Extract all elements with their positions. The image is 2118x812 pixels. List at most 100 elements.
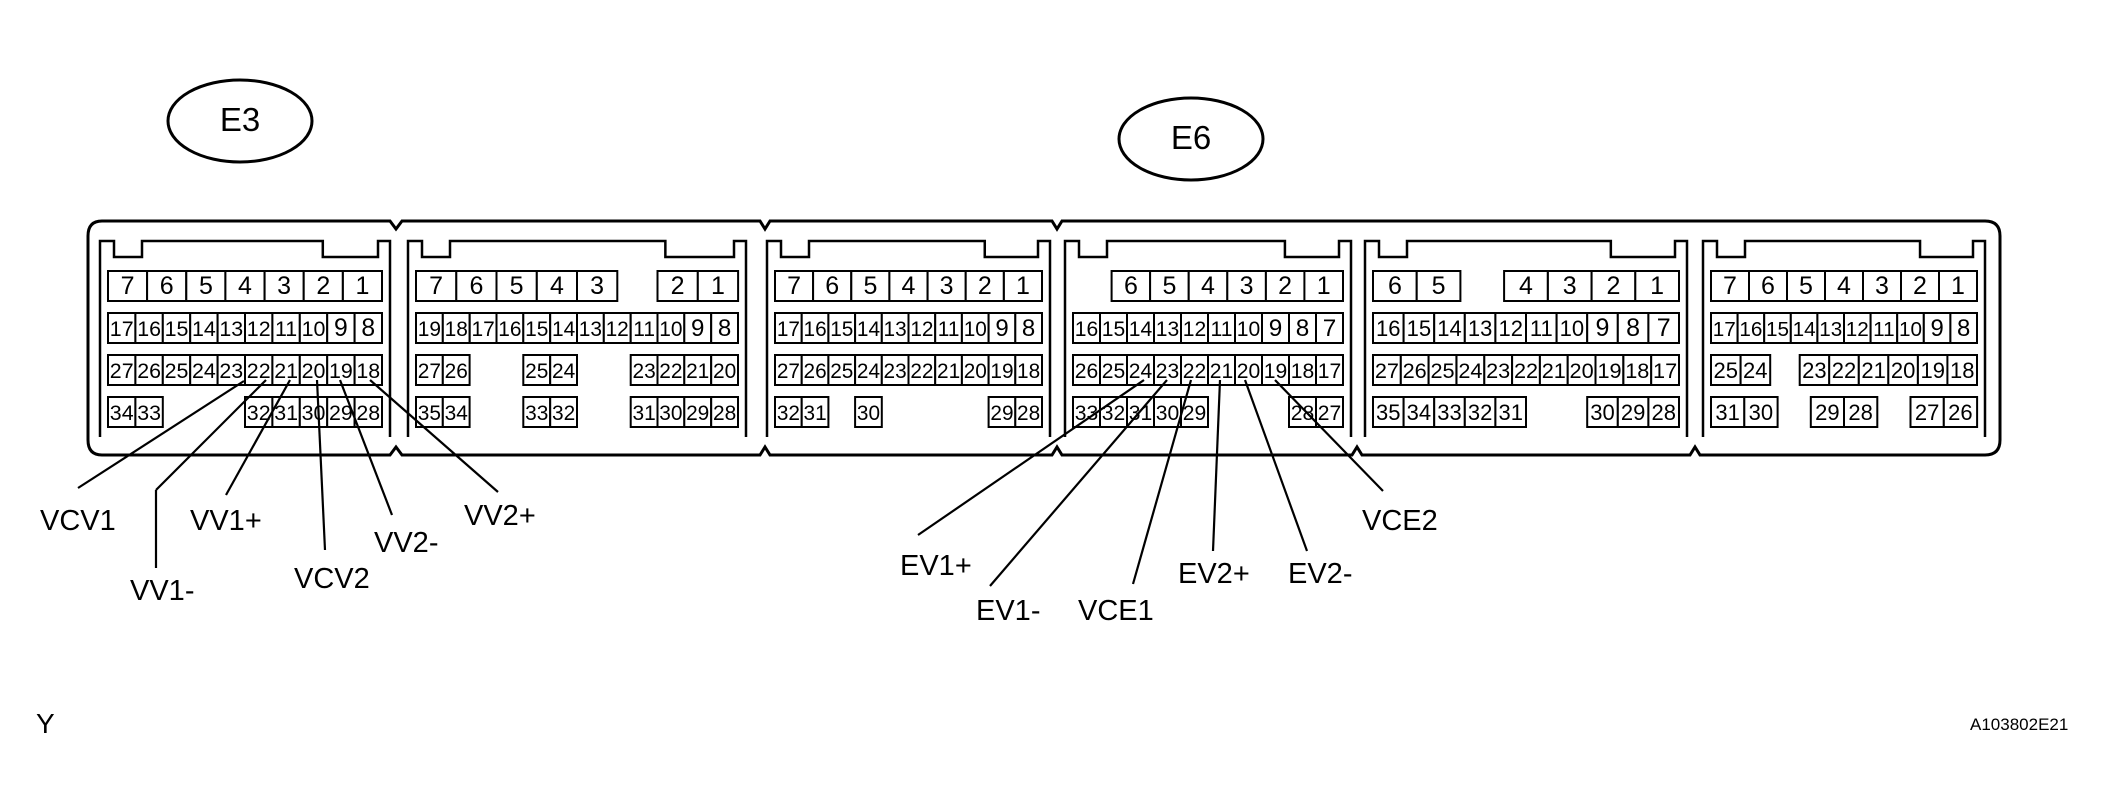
pin-number: 3: [1875, 272, 1889, 300]
pin-number: 22: [910, 360, 933, 383]
callout-vce1: VCE1: [1078, 595, 1154, 627]
pin-cell: [1180, 354, 1209, 386]
pin-cell: [1072, 354, 1101, 386]
pin-number: 11: [275, 317, 297, 341]
callout-vce2: VCE2: [1362, 505, 1438, 537]
pin-number: 25: [165, 359, 189, 383]
leader-vv2-plus: [369, 379, 499, 493]
pin-number: 32: [777, 402, 800, 425]
pin-cell: [1149, 270, 1190, 302]
pin-cell: [1862, 270, 1902, 302]
pin-cell: [1433, 396, 1466, 428]
module-outline: [406, 239, 748, 437]
pin-number: 7: [787, 272, 801, 300]
pin-cell: [710, 312, 740, 344]
pin-number: 12: [247, 317, 271, 341]
pin-number: 24: [552, 360, 575, 383]
pin-number: 20: [964, 360, 987, 383]
pin-cell: [1843, 396, 1879, 428]
pin-number: 2: [978, 272, 992, 300]
pin-number: 12: [1498, 316, 1522, 341]
leader-vcv1: [77, 380, 245, 489]
pin-cell: [1647, 396, 1681, 428]
pin-cell: [549, 312, 579, 344]
pin-cell: [800, 396, 830, 428]
pin-number: 11: [938, 318, 960, 341]
pin-cell: [1494, 396, 1528, 428]
pin-cell: [189, 312, 219, 344]
pin-cell: [1153, 354, 1182, 386]
pin-cell: [522, 396, 552, 428]
pin-number: 16: [1075, 318, 1098, 341]
pin-number: 8: [1626, 314, 1640, 342]
pin-number: 23: [632, 360, 655, 383]
pin-number: 5: [1432, 272, 1446, 300]
pin-number: 24: [1129, 360, 1153, 383]
pin-cell: [854, 396, 883, 428]
pin-number: 27: [110, 359, 134, 383]
pin-number: 26: [1948, 400, 1972, 425]
pin-cell: [1938, 270, 1978, 302]
pin-number: 27: [1318, 402, 1341, 425]
pin-cell: [1433, 312, 1466, 344]
pin-number: 22: [247, 359, 271, 383]
pin-number: 28: [1291, 402, 1314, 425]
pin-number: 14: [1129, 318, 1153, 341]
pin-number: 1: [1016, 272, 1030, 300]
pin-number: 17: [1713, 318, 1736, 341]
pin-number: 2: [316, 272, 330, 300]
pin-number: 3: [277, 272, 291, 300]
pin-number: 21: [937, 360, 960, 383]
pin-cell: [1072, 312, 1101, 344]
leader-ev2-plus: [1211, 379, 1222, 552]
pin-number: 16: [1739, 318, 1762, 341]
pin-number: 28: [1848, 400, 1872, 425]
pin-cell: [1710, 312, 1739, 344]
pin-cell: [107, 396, 137, 428]
pin-number: 24: [1458, 358, 1482, 383]
pin-cell: [1828, 354, 1860, 386]
pin-number: 2: [1606, 272, 1620, 300]
pin-cell: [1315, 312, 1344, 344]
pin-number: 30: [302, 401, 326, 425]
pin-cell: [107, 312, 137, 344]
pin-number: 18: [1017, 360, 1040, 383]
pin-number: 5: [1799, 272, 1813, 300]
pin-number: 18: [445, 318, 468, 341]
callout-vcv2: VCV2: [294, 563, 370, 595]
pin-cell: [1710, 270, 1750, 302]
pin-number: 34: [110, 401, 134, 425]
pin-number: 26: [445, 360, 468, 383]
pin-cell: [576, 312, 605, 344]
pin-cell: [1824, 270, 1864, 302]
leader-vv1-plus: [225, 379, 291, 496]
pin-number: 1: [1317, 272, 1331, 300]
pin-number: 30: [1749, 400, 1773, 425]
pin-number: 31: [1498, 400, 1522, 425]
pin-number: 17: [110, 317, 134, 341]
pin-number: 13: [1156, 318, 1179, 341]
pin-cell: [1207, 354, 1236, 386]
pin-cell: [907, 312, 937, 344]
pin-number: 22: [1514, 358, 1538, 383]
pin-number: 21: [1861, 358, 1885, 383]
pin-number: 13: [219, 317, 243, 341]
pin-cell: [1736, 312, 1766, 344]
pin-number: 24: [192, 359, 216, 383]
pin-cell: [1896, 312, 1925, 344]
pin-number: 15: [165, 317, 189, 341]
pin-cell: [353, 354, 384, 386]
pin-number: 2: [1913, 272, 1927, 300]
pin-cell: [1743, 396, 1779, 428]
connector-housing: [86, 219, 2002, 457]
pin-cell: [1372, 354, 1402, 386]
pin-cell: [1594, 354, 1625, 386]
footer-left-label: Y: [36, 708, 55, 739]
pin-number: 6: [1124, 272, 1138, 300]
pin-number: 12: [1846, 318, 1869, 341]
pin-cell: [549, 396, 579, 428]
pin-number: 9: [1596, 314, 1610, 342]
pin-number: 12: [1183, 318, 1206, 341]
